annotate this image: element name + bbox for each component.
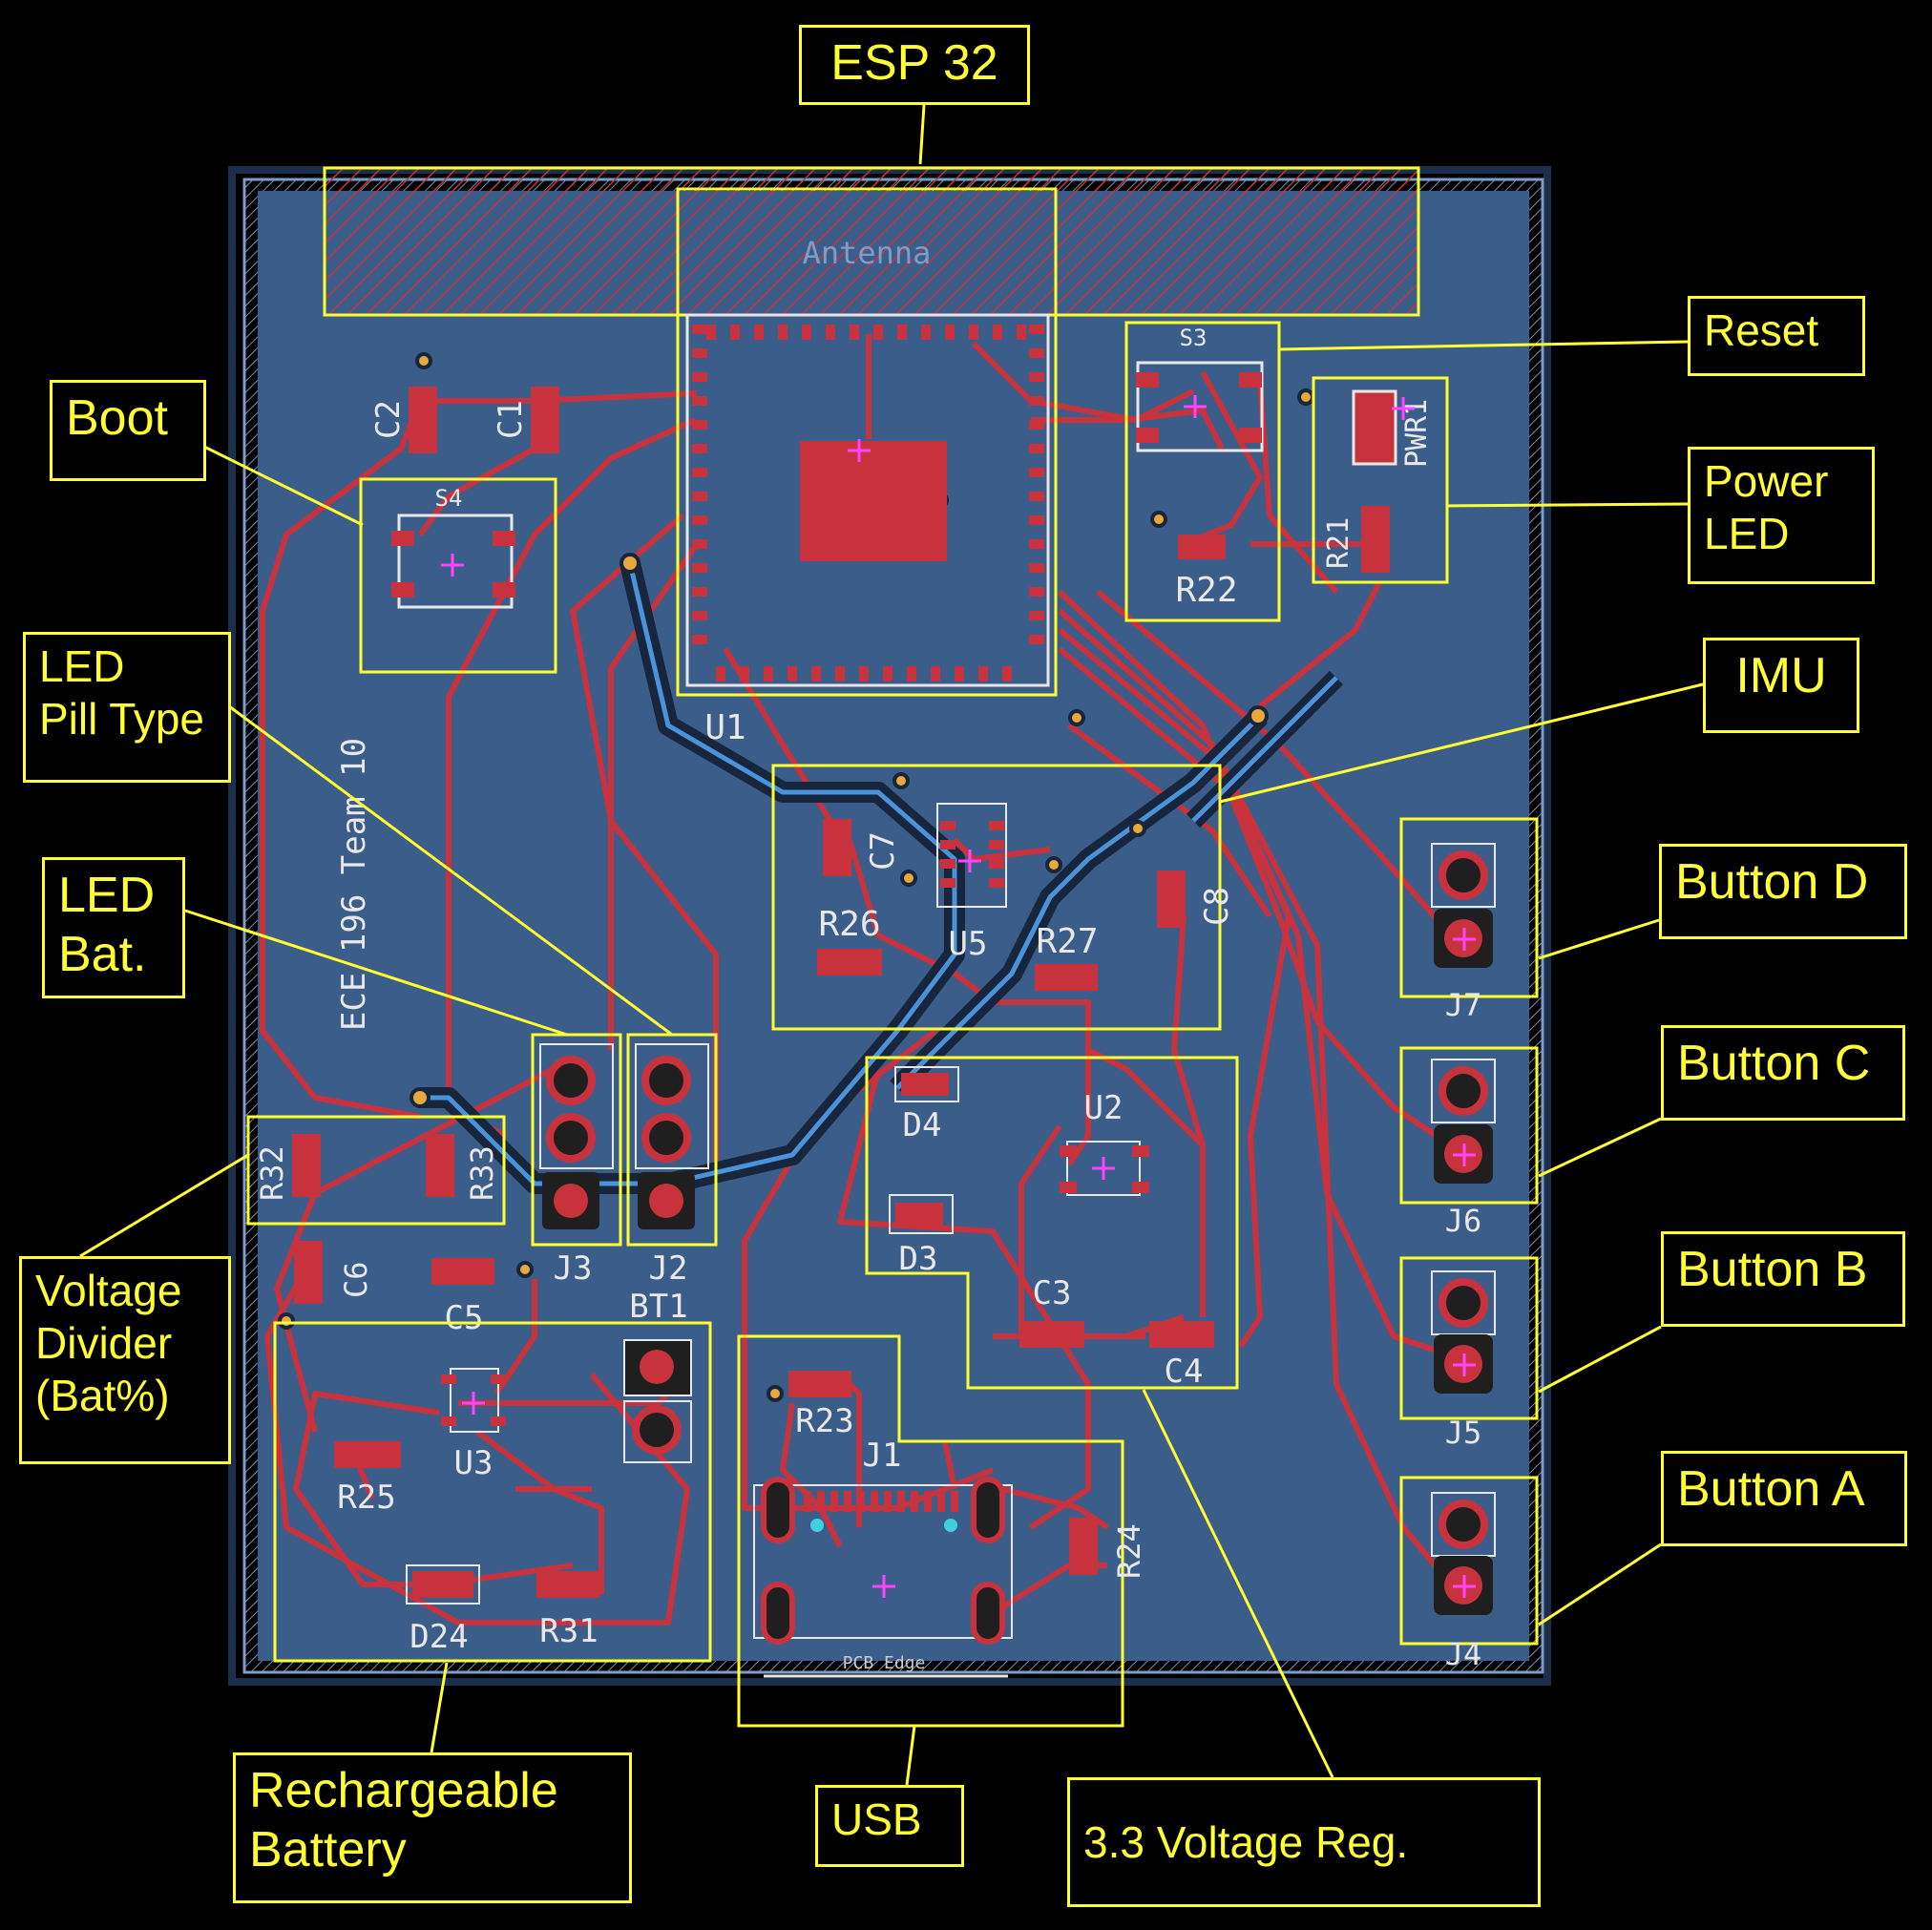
designator-j3: J3 [554,1249,593,1288]
antenna-label: Antenna [803,235,932,271]
pcb-copper-pour [258,191,1529,1661]
callout-leaders [79,104,1708,1786]
inner-layer-traces [420,560,1344,1194]
designator-r33: R33 [464,1145,500,1201]
designator-j7: J7 [1445,987,1482,1023]
designator-j6: J6 [1445,1203,1482,1239]
designator-j2: J2 [649,1249,688,1288]
antenna-keepout [323,166,1420,317]
callout-usb: USB [815,1785,964,1867]
designator-u2: U2 [1084,1089,1124,1127]
designator-c5: C5 [445,1299,484,1337]
designator-s4: S4 [435,485,463,512]
designator-j1: J1 [863,1437,902,1475]
designator-r22: R22 [1175,571,1237,610]
designator-r32: R32 [254,1145,290,1201]
designator-c8: C8 [1198,887,1236,926]
usb-connector-j1-region[interactable]: R23 J1 R24 PCB Edge [737,1334,1147,1728]
imu-u5-region[interactable]: C7 U5 C8 R26 R27 [771,764,1236,1031]
designator-j4: J4 [1445,1636,1482,1672]
designator-u1: U1 [704,708,746,747]
designator-r21: R21 [1322,517,1355,569]
reset-switch-s3[interactable]: S3 R22 [1124,321,1281,622]
callout-button-d: Button D [1659,844,1907,939]
capacitors-c1-c2[interactable]: C2 C1 [369,387,559,453]
designator-j5: J5 [1445,1415,1482,1451]
designator-s3: S3 [1180,325,1208,351]
callout-esp32: ESP 32 [799,25,1030,105]
designator-r23: R23 [795,1402,853,1440]
designator-d4: D4 [903,1106,942,1144]
voltage-divider-region[interactable]: R32 R33 C6 C5 [246,1115,506,1337]
designator-c7: C7 [864,831,902,871]
callout-button-b: Button B [1661,1231,1905,1327]
designator-d3: D3 [899,1240,938,1278]
designator-c4: C4 [1165,1353,1204,1391]
designator-u5: U5 [949,925,988,963]
team-silkscreen: ECE 196 Team 10 [335,738,373,1031]
callout-reset: Reset [1688,296,1865,376]
led-bat-connector-j3[interactable]: J3 [531,1033,622,1288]
button-b-connector-j5[interactable]: J5 [1399,1256,1539,1451]
callout-button-c: Button C [1661,1025,1905,1121]
vias [278,352,1314,1402]
designator-r27: R27 [1036,922,1098,961]
callout-voltage-reg: 3.3 Voltage Reg. [1067,1777,1541,1907]
pcb-edge-label: PCB Edge [843,1653,926,1673]
designator-r31: R31 [539,1612,598,1650]
designator-c6: C6 [338,1261,374,1298]
designator-pwr1: PWR1 [1400,399,1434,468]
designator-r26: R26 [818,905,880,944]
designator-c3: C3 [1033,1274,1072,1312]
designator-r24: R24 [1111,1523,1147,1579]
power-led-pwr1[interactable]: PWR1 R21 [1312,376,1449,584]
rechargeable-battery-region[interactable]: U3 R25 D24 R31 [273,1321,712,1663]
designator-d24: D24 [410,1618,468,1656]
callout-button-a: Button A [1661,1451,1907,1546]
designator-u3: U3 [454,1444,494,1482]
designator-r25: R25 [337,1479,395,1517]
designator-c1: C1 [492,400,530,439]
callout-imu: IMU [1703,638,1859,733]
esp32-module-u1[interactable]: U1 [676,187,1058,747]
component-origin-markers [441,395,1476,1598]
designator-c2: C2 [369,400,408,439]
boot-switch-s4[interactable]: S4 [359,477,557,674]
callout-boot: Boot [50,380,206,481]
designator-bt1: BT1 [629,1288,687,1326]
led-pill-connector-j2[interactable]: J2 BT1 [626,1033,718,1326]
voltage-regulator-u2-region[interactable]: D4 D3 U2 C3 C4 [865,1056,1239,1391]
